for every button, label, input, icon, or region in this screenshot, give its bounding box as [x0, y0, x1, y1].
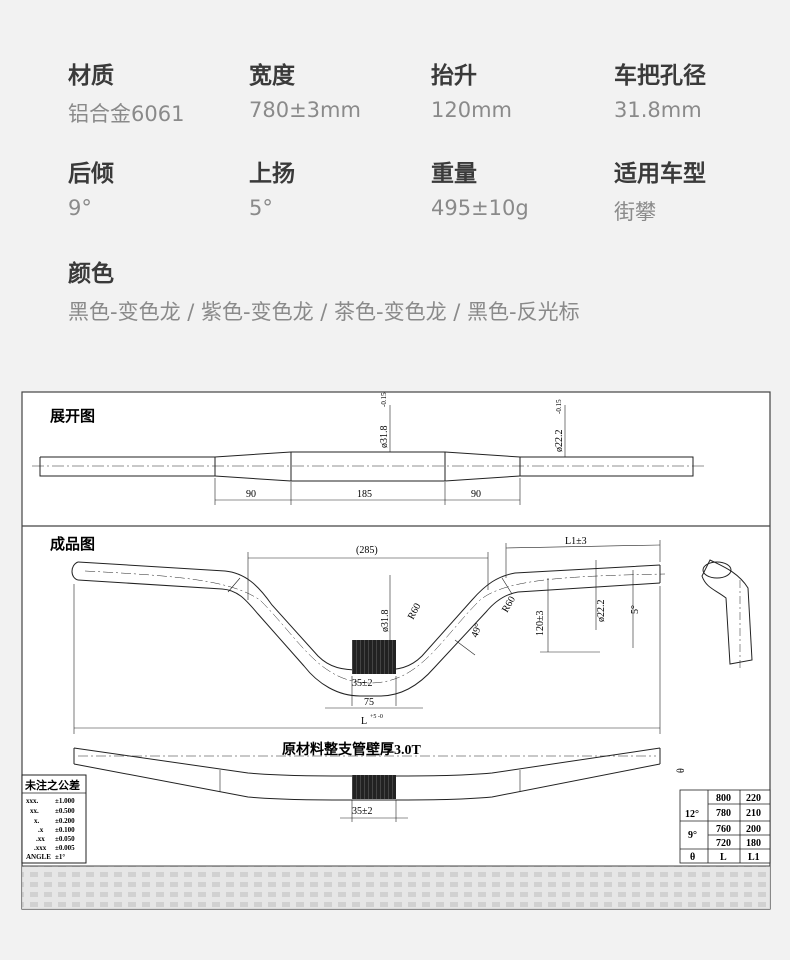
spec-label: 宽度 — [249, 63, 295, 89]
spec-label: 材质 — [68, 63, 114, 89]
spec-clamp: 车把孔径 31.8mm — [614, 56, 706, 122]
knurled-clamp-area — [352, 640, 396, 674]
size-table — [679, 789, 771, 864]
spec-label: 重量 — [431, 161, 477, 187]
tolerance-key: .xxx — [34, 844, 47, 852]
spec-label: 抬升 — [431, 63, 477, 89]
dim-120: 120±3 — [535, 611, 546, 637]
size-row-l1: 200 — [746, 824, 761, 835]
tolerance-key: .x — [38, 826, 44, 834]
tolerance-key: xxx. — [26, 797, 39, 805]
spec-label: 上扬 — [249, 161, 295, 187]
spec-value: 120mm — [431, 98, 512, 122]
unfold-tube — [32, 405, 705, 505]
spec-label: 后倾 — [68, 161, 114, 187]
dim-49-deg: 49° — [469, 622, 484, 639]
spec-label: 车把孔径 — [614, 63, 706, 89]
product-title: 成品图 — [50, 535, 95, 553]
tolerance-val: ±0.050 — [55, 835, 75, 843]
tolerance-val: ±0.005 — [55, 844, 75, 852]
size-head-theta: θ — [690, 852, 695, 863]
dim-l1: L1±3 — [565, 536, 587, 547]
spec-value: 9° — [68, 196, 92, 220]
spec-label: 颜色 — [68, 261, 114, 287]
dim-35-front: 35±2 — [352, 678, 373, 689]
size-head-l1: L1 — [748, 852, 760, 863]
tolerance-title: 未注之公差 — [24, 778, 80, 792]
dim-185: 185 — [357, 489, 372, 500]
spec-bike-type: 适用车型 街攀 — [614, 154, 706, 226]
size-row-l1: 180 — [746, 838, 761, 849]
spec-upsweep: 上扬 5° — [249, 154, 295, 220]
spec-material: 材质 铝合金6061 — [68, 56, 184, 128]
dim-l: L — [361, 716, 367, 727]
spec-width: 宽度 780±3mm — [249, 56, 361, 122]
dim-90-left: 90 — [246, 489, 256, 500]
tolerance-val: ±0.500 — [55, 807, 75, 815]
spec-value: 黑色-变色龙 / 紫色-变色龙 / 茶色-变色龙 / 黑色-反光标 — [68, 300, 580, 324]
dim-35-top: 35±2 — [352, 806, 373, 817]
material-note: 原材料整支管壁厚3.0T — [282, 741, 421, 758]
spec-weight: 重量 495±10g — [431, 154, 529, 220]
unfold-title: 展开图 — [50, 408, 95, 425]
handlebar-side-view — [701, 559, 753, 668]
dim-dia-222-product: ø22.2 — [596, 600, 607, 623]
spec-backsweep: 后倾 9° — [68, 154, 114, 220]
dim-dia-318-product: ø31.8 — [380, 610, 391, 633]
spec-colors: 颜色 黑色-变色龙 / 紫色-变色龙 / 茶色-变色龙 / 黑色-反光标 — [68, 254, 580, 326]
dim-75: 75 — [364, 697, 374, 708]
dim-dia-222-unfold: ø22.2 — [554, 430, 565, 453]
dim-5-deg: 5° — [630, 605, 641, 614]
dim-tol-318-unfold: -0.15 — [380, 392, 388, 407]
spec-value: 495±10g — [431, 196, 529, 220]
spec-value: 铝合金6061 — [68, 102, 185, 126]
size-row-l: 720 — [716, 838, 731, 849]
spec-label: 适用车型 — [614, 161, 706, 187]
spec-rise: 抬升 120mm — [431, 56, 512, 122]
tolerance-key: xx. — [30, 807, 39, 815]
dim-90-right: 90 — [471, 489, 481, 500]
size-row-l: 800 — [716, 793, 731, 804]
size-row-l: 780 — [716, 808, 731, 819]
size-row-l1: 220 — [746, 793, 761, 804]
knurled-clamp-area-top — [352, 775, 396, 799]
tolerance-val: ±1° — [55, 853, 65, 861]
size-row-l: 760 — [716, 824, 731, 835]
spec-value: 780±3mm — [249, 98, 361, 122]
tolerance-val: ±1.000 — [55, 797, 75, 805]
tolerance-val: ±0.200 — [55, 817, 75, 825]
size-angle-9: 9° — [688, 830, 697, 841]
spec-value: 31.8mm — [614, 98, 702, 122]
size-angle-12: 12° — [685, 809, 699, 820]
dim-dia-318-unfold: ø31.8 — [379, 426, 390, 449]
tolerance-val: ±0.100 — [55, 826, 75, 834]
dim-285: (285) — [356, 545, 378, 556]
spec-value: 街攀 — [614, 200, 656, 224]
tolerance-key: .xx — [36, 835, 45, 843]
dim-tol-222-unfold: -0.15 — [555, 399, 563, 414]
tolerance-box — [21, 774, 87, 864]
tolerance-key: x. — [34, 817, 40, 825]
size-row-l1: 210 — [746, 808, 761, 819]
size-head-l: L — [720, 852, 727, 863]
product-dimensions — [73, 540, 661, 734]
tolerance-key: ANGLE — [26, 853, 51, 861]
spec-value: 5° — [249, 196, 273, 220]
dim-l-tol: +5 -0 — [370, 714, 383, 720]
dim-theta: θ — [676, 768, 687, 773]
title-block-blurred — [22, 865, 770, 909]
